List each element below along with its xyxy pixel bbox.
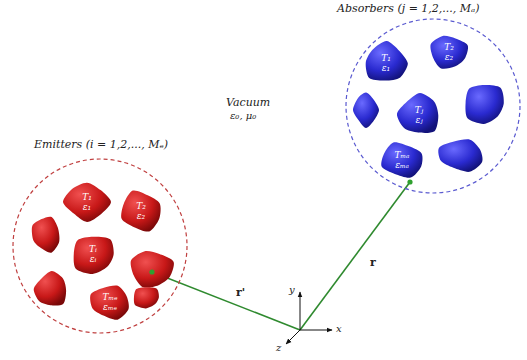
body-label: Tⱼεⱼ bbox=[395, 92, 443, 138]
source-point bbox=[149, 269, 154, 274]
group-heading: Emitters (i = 1,2,..., Mₑ) bbox=[34, 138, 168, 151]
unlabeled-bodies bbox=[32, 85, 504, 308]
position-vectors bbox=[152, 182, 410, 330]
permittivity-label: ε₂ bbox=[137, 211, 145, 221]
permittivity-label: εₘₐ bbox=[395, 160, 409, 170]
body-shape bbox=[131, 251, 174, 287]
body-shape bbox=[134, 287, 159, 308]
temperature-label: Tₘₑ bbox=[102, 292, 117, 302]
medium-label: Vacuum bbox=[226, 96, 270, 109]
permittivity-label: εᵢ bbox=[90, 254, 97, 264]
axis-label: z bbox=[276, 342, 281, 353]
permittivity-label: ε₂ bbox=[445, 52, 453, 62]
body-shape: T₁ε₁ bbox=[362, 40, 410, 86]
source-vector bbox=[152, 272, 300, 330]
body-label: Tₘₐεₘₐ bbox=[378, 140, 426, 180]
vector-label: r' bbox=[236, 286, 245, 299]
group-region: Absorbers (j = 1,2,..., Mₐ)T₁ε₁T₂ε₂TⱼεⱼT… bbox=[345, 18, 521, 194]
x-axis bbox=[300, 330, 332, 331]
z-axis bbox=[286, 330, 300, 344]
body-shape: Tᵢεᵢ bbox=[68, 232, 118, 276]
body-label: T₂ε₂ bbox=[428, 32, 470, 72]
body-label: T₁ε₁ bbox=[62, 180, 112, 224]
temperature-label: T₁ bbox=[82, 192, 92, 202]
body-shape bbox=[32, 217, 60, 253]
axis-label: y bbox=[289, 284, 295, 295]
medium-constants: ε₀, μ₀ bbox=[230, 110, 256, 121]
body-shape: T₁ε₁ bbox=[62, 180, 112, 224]
body-label: T₁ε₁ bbox=[362, 40, 410, 86]
body-shape bbox=[353, 93, 379, 129]
body-label: T₂ε₂ bbox=[118, 188, 164, 234]
field-vector bbox=[300, 182, 410, 330]
dashed-circle bbox=[346, 19, 520, 193]
vector-label: r bbox=[370, 256, 376, 269]
body-label: Tᵢεᵢ bbox=[68, 232, 118, 276]
permittivity-label: εⱼ bbox=[415, 115, 422, 125]
dashed-circle bbox=[13, 159, 187, 333]
group-region: Emitters (i = 1,2,..., Mₑ)T₁ε₁T₂ε₂TᵢεᵢTₘ… bbox=[12, 158, 188, 334]
body-fill bbox=[430, 36, 468, 69]
temperature-label: Tⱼ bbox=[415, 105, 423, 115]
body-fill bbox=[63, 183, 111, 222]
axis-label: x bbox=[336, 323, 342, 334]
permittivity-label: ε₁ bbox=[382, 63, 390, 73]
y-axis bbox=[300, 292, 301, 330]
temperature-label: T₂ bbox=[136, 201, 146, 211]
body-label: Tₘₑεₘₑ bbox=[88, 282, 132, 322]
body-shape: T₂ε₂ bbox=[118, 188, 164, 234]
temperature-label: Tᵢ bbox=[89, 244, 97, 254]
body-fill bbox=[366, 41, 408, 81]
body-shape bbox=[465, 85, 503, 124]
body-shape: Tₘₐεₘₐ bbox=[378, 140, 426, 180]
body-fill bbox=[121, 190, 160, 231]
permittivity-label: ε₁ bbox=[83, 202, 91, 212]
body-fill bbox=[90, 286, 129, 320]
body-fill bbox=[381, 142, 422, 178]
body-shape: Tⱼεⱼ bbox=[395, 92, 443, 138]
body-shape bbox=[438, 139, 482, 172]
body-fill bbox=[397, 93, 438, 133]
body-shape: Tₘₑεₘₑ bbox=[88, 282, 132, 322]
group-heading: Absorbers (j = 1,2,..., Mₐ) bbox=[337, 2, 480, 15]
body-shape bbox=[34, 271, 66, 305]
permittivity-label: εₘₑ bbox=[103, 302, 117, 312]
field-point bbox=[407, 179, 412, 184]
body-shape: T₂ε₂ bbox=[428, 32, 470, 72]
temperature-label: T₁ bbox=[381, 53, 391, 63]
coordinate-axes bbox=[286, 292, 332, 344]
temperature-label: T₂ bbox=[444, 42, 454, 52]
temperature-label: Tₘₐ bbox=[395, 150, 410, 160]
body-fill bbox=[74, 237, 114, 274]
